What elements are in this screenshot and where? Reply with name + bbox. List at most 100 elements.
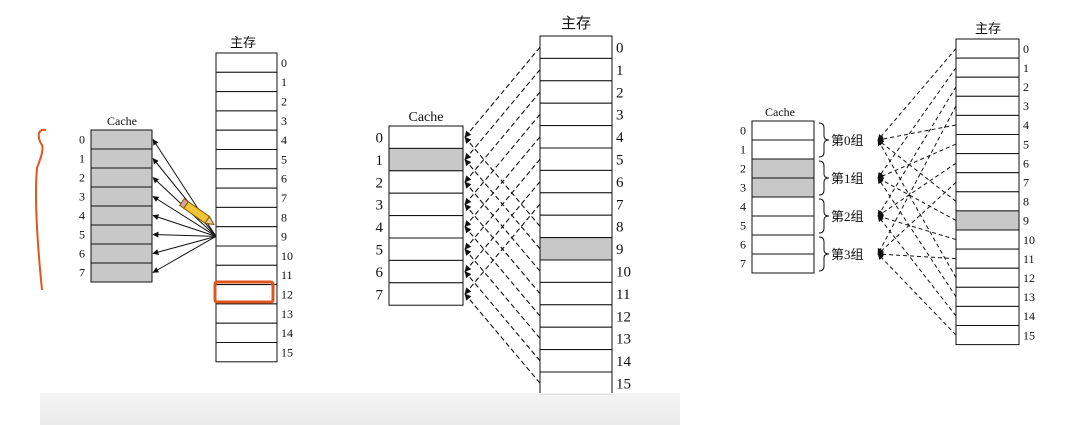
p2-mem-index-label: 11 xyxy=(616,287,630,303)
p3-mem-cell-4 xyxy=(955,114,1020,136)
p1-mapping-arrow xyxy=(152,235,217,255)
p2-mem-index-label: 10 xyxy=(616,264,631,280)
p3-mem-cell-11 xyxy=(955,248,1020,269)
p3-mem-index-label: 6 xyxy=(1023,156,1029,170)
p2-mem-cell-12 xyxy=(539,304,613,328)
p2-cache-index-label: 4 xyxy=(376,220,384,236)
p2-cache-index-label: 6 xyxy=(376,265,384,281)
p1-mem-index-label: 14 xyxy=(281,326,293,340)
p1-mapping-arrow xyxy=(152,158,217,237)
p3-set-brace xyxy=(818,122,830,158)
p3-cache-cell-2 xyxy=(751,158,815,179)
p2-mem-cell-4 xyxy=(539,125,613,149)
p2-mem-cell-11 xyxy=(539,281,613,306)
red-brace-annotation xyxy=(34,128,47,291)
p1-cache-cell-1 xyxy=(90,148,153,169)
p3-mem-cell-1 xyxy=(955,57,1020,78)
panel1-cache-title: Cache xyxy=(107,114,137,128)
p3-mem-index-label: 4 xyxy=(1023,118,1029,132)
p3-mapping-arrow xyxy=(877,177,957,221)
p1-cache-cell-5 xyxy=(90,224,153,245)
p2-mem-cell-13 xyxy=(539,326,613,351)
p3-set-label: 第2组 xyxy=(831,209,864,224)
p3-mem-index-label: 11 xyxy=(1023,252,1035,266)
p1-mem-index-label: 5 xyxy=(281,152,287,166)
p1-mem-cell-5 xyxy=(215,149,278,170)
p1-mem-cell-7 xyxy=(215,187,278,208)
p3-cache-cell-4 xyxy=(751,196,815,217)
p3-mem-cell-7 xyxy=(955,172,1020,193)
p3-mem-cell-13 xyxy=(955,286,1020,307)
p1-cache-index-label: 6 xyxy=(79,247,85,261)
p3-mapping-arrow xyxy=(877,124,957,142)
p3-mem-cell-8 xyxy=(955,191,1020,212)
p1-mem-index-label: 15 xyxy=(281,345,293,359)
p3-cache-cell-6 xyxy=(751,234,815,255)
p2-cache-index-label: 7 xyxy=(376,287,384,303)
p2-mapping-arrow xyxy=(464,271,541,362)
p3-mapping-arrow xyxy=(877,48,957,141)
p3-mem-cell-15 xyxy=(955,325,1020,346)
p3-mapping-arrow xyxy=(877,67,957,179)
p2-cache-index-label: 5 xyxy=(376,242,384,258)
p3-mapping-arrow xyxy=(877,143,957,179)
p2-mem-index-label: 0 xyxy=(616,40,624,56)
p1-mapping-arrow xyxy=(152,196,217,237)
p3-mapping-arrow xyxy=(877,139,957,202)
p3-mapping-arrow xyxy=(877,253,957,336)
p3-mem-index-label: 5 xyxy=(1023,137,1029,151)
p1-mem-cell-9 xyxy=(215,226,278,247)
p2-mem-cell-6 xyxy=(539,169,613,194)
p1-cache-cell-6 xyxy=(90,243,153,264)
p1-mem-cell-3 xyxy=(215,110,278,131)
p3-mem-cell-14 xyxy=(955,305,1020,326)
p3-mem-index-label: 8 xyxy=(1023,195,1029,209)
p3-mapping-arrow xyxy=(877,162,957,217)
panel2-mapping-lines xyxy=(464,46,541,384)
p2-mapping-arrow xyxy=(464,91,541,183)
p2-mem-cell-15 xyxy=(539,371,613,395)
p2-cache-cell-6 xyxy=(388,259,464,284)
p2-cache-cell-7 xyxy=(388,282,464,306)
p2-mem-cell-14 xyxy=(539,349,613,373)
p1-cache-index-label: 4 xyxy=(79,209,85,223)
p2-mem-index-label: 12 xyxy=(616,309,631,325)
p3-set-label: 第3组 xyxy=(831,247,864,262)
p1-cache-cell-0 xyxy=(90,129,153,150)
p2-cache-index-label: 2 xyxy=(376,175,384,191)
p2-mem-cell-2 xyxy=(539,80,613,104)
p1-cache-cell-2 xyxy=(90,167,153,188)
p2-mem-cell-8 xyxy=(539,214,613,239)
panel2-cache-title: Cache xyxy=(409,110,444,125)
p2-mem-index-label: 7 xyxy=(616,197,624,213)
p3-mem-index-label: 9 xyxy=(1023,214,1029,228)
p1-mem-index-label: 1 xyxy=(281,75,287,89)
p1-cache-index-label: 2 xyxy=(79,171,85,185)
p1-mem-cell-14 xyxy=(215,322,278,344)
p1-mem-index-label: 2 xyxy=(281,94,287,108)
p2-mapping-arrow xyxy=(464,203,541,294)
p2-mapping-arrow xyxy=(464,248,541,339)
p1-cache-index-label: 7 xyxy=(79,266,85,280)
p1-mem-cell-2 xyxy=(215,91,278,112)
p3-cache-cell-7 xyxy=(751,253,815,274)
p1-cache-cell-7 xyxy=(90,262,153,283)
p2-mem-index-label: 2 xyxy=(616,85,624,101)
p1-mapping-arrow xyxy=(152,231,217,238)
p3-mem-index-label: 7 xyxy=(1023,175,1029,189)
pencil-cursor-icon xyxy=(178,198,215,226)
p3-mem-cell-9 xyxy=(955,210,1020,231)
p3-cache-index-label: 7 xyxy=(740,257,746,271)
p1-cache-index-label: 0 xyxy=(79,133,85,147)
p1-mem-cell-6 xyxy=(215,168,278,189)
p1-mem-cell-13 xyxy=(215,303,278,324)
p1-cache-cell-3 xyxy=(90,186,153,207)
p3-cache-index-label: 4 xyxy=(740,200,746,214)
p3-cache-index-label: 1 xyxy=(740,143,746,157)
